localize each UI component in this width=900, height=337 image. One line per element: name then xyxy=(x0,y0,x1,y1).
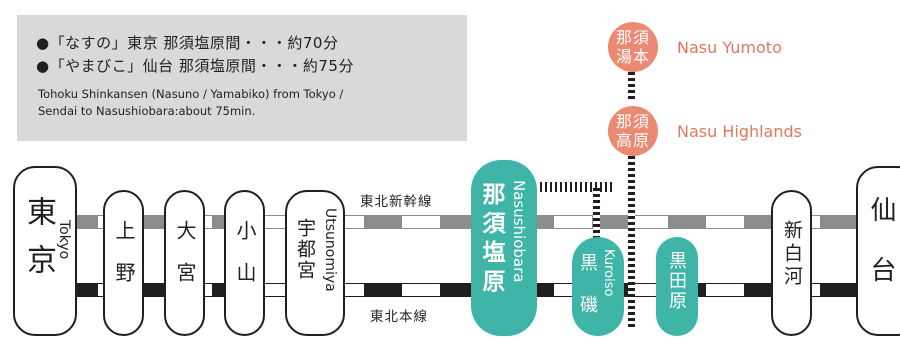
station-omiya: 大宮 xyxy=(164,190,205,336)
station-shinshirakawa: 新白河 xyxy=(771,190,812,336)
station-nasushiobara: 那須塩原 Nasushiobara xyxy=(471,160,537,336)
info-english-line-1: Tohoku Shinkansen (Nasuno / Yamabiko) fr… xyxy=(38,87,344,101)
main-line-label: 東北本線 xyxy=(366,305,432,325)
station-ueno-jp: 上野 xyxy=(112,220,136,304)
station-omiya-jp: 大宮 xyxy=(173,220,197,304)
station-utsunomiya-en: Utsunomiya xyxy=(322,208,338,292)
nasu-highlands-label: Nasu Highlands xyxy=(677,122,802,141)
station-tokyo: 東京 Tokyo xyxy=(13,166,77,336)
info-yamabiko-line: ●「やまびこ」仙台 那須塩原間・・・約75分 xyxy=(36,57,354,75)
station-sendai: 仙台 xyxy=(856,166,900,336)
nasu-yumoto-jp-top: 那須 xyxy=(615,28,650,47)
station-tokyo-en: Tokyo xyxy=(56,220,72,260)
shinkansen-line-label: 東北新幹線 xyxy=(356,190,437,210)
station-sendai-jp: 仙台 xyxy=(866,196,896,316)
station-kuroiso: 黒磯 Kuroiso xyxy=(572,237,624,337)
station-kurodahara-jp: 黒田原 xyxy=(666,251,687,311)
station-oyama: 小山 xyxy=(224,190,265,336)
info-nasuno-line: ●「なすの」東京 那須塩原間・・・約70分 xyxy=(36,34,339,52)
destination-nasu-highlands: 那須 高原 xyxy=(608,106,658,156)
branch-connector-top xyxy=(540,182,612,192)
yumoto-branch-track xyxy=(628,72,635,102)
destination-nasu-yumoto: 那須 湯本 xyxy=(608,22,658,72)
station-tokyo-jp: 東京 xyxy=(21,196,56,292)
station-nasushiobara-jp: 那須塩原 xyxy=(478,182,504,298)
station-kuroiso-jp: 黒磯 xyxy=(577,253,598,337)
nasu-highlands-jp-top: 那須 xyxy=(615,112,650,131)
station-utsunomiya: 宇都宮 Utsunomiya xyxy=(285,190,345,336)
station-utsunomiya-jp: 宇都宮 xyxy=(294,218,316,281)
nasu-highlands-jp-bottom: 高原 xyxy=(615,131,650,150)
station-kuroiso-en: Kuroiso xyxy=(601,249,616,297)
station-oyama-jp: 小山 xyxy=(233,220,257,304)
station-ueno: 上野 xyxy=(103,190,144,336)
station-kurodahara: 黒田原 xyxy=(656,237,698,336)
nasu-yumoto-label: Nasu Yumoto xyxy=(677,38,782,57)
station-nasushiobara-en: Nasushiobara xyxy=(510,180,528,283)
info-box: ●「なすの」東京 那須塩原間・・・約70分 ●「やまびこ」仙台 那須塩原間・・・… xyxy=(17,15,467,141)
nasu-yumoto-jp-bottom: 湯本 xyxy=(615,47,650,66)
kuroiso-branch-track xyxy=(593,188,600,238)
highlands-branch-track xyxy=(628,156,635,329)
station-shinshirakawa-jp: 新白河 xyxy=(781,220,803,289)
info-english-line-2: Sendai to Nasushiobara:about 75min. xyxy=(38,104,256,118)
